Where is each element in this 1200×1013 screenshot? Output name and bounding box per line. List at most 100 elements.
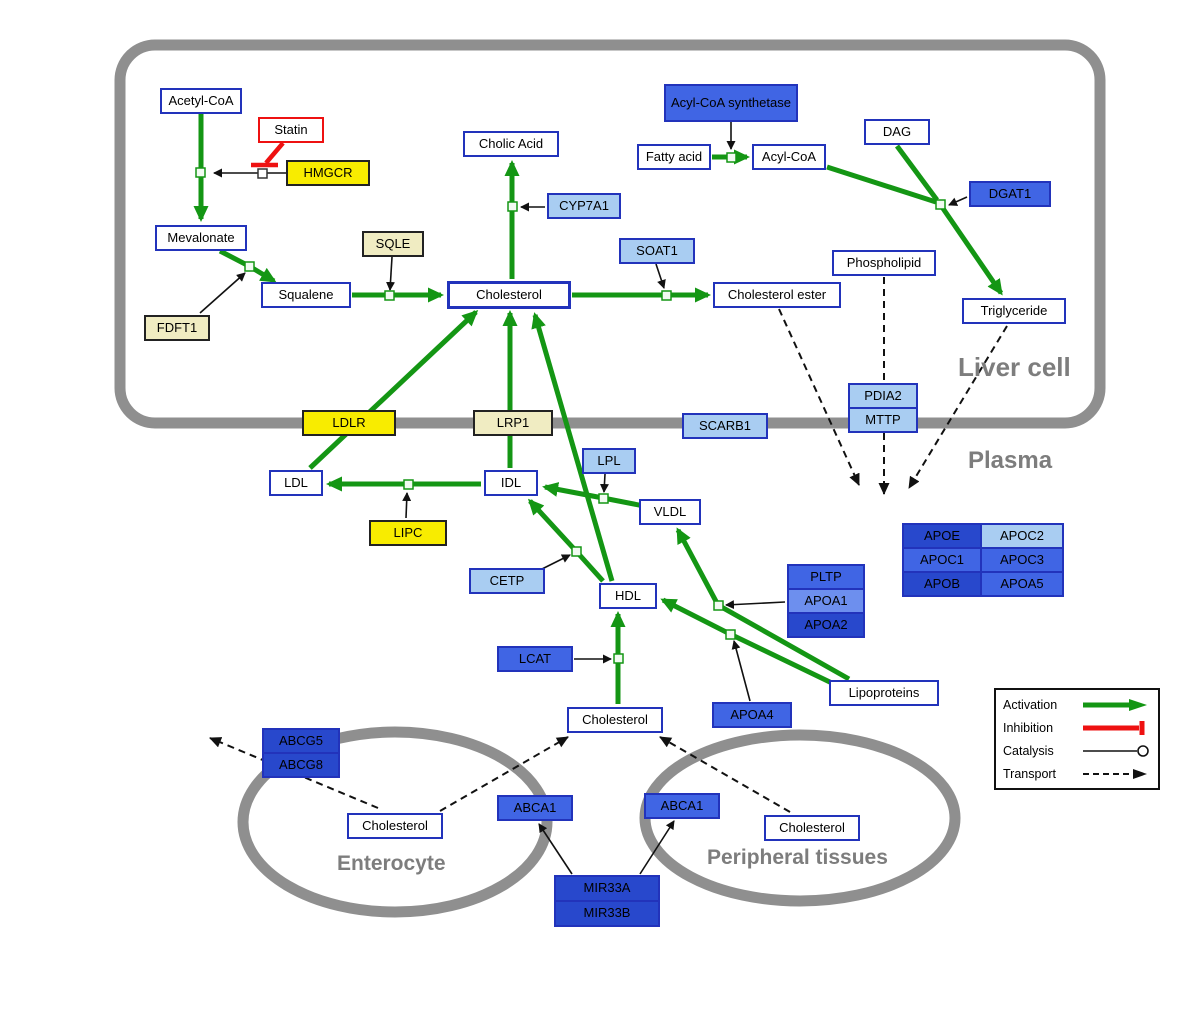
legend-transport: Transport [996,763,1158,785]
node-lipoproteins[interactable]: Lipoproteins [829,680,939,706]
node-dag[interactable]: DAG [864,119,930,145]
node-acyl-coa[interactable]: Acyl-CoA [752,144,826,170]
node-cholesterol-enterocyte[interactable]: Cholesterol [347,813,443,839]
node-cholesterol-plasma[interactable]: Cholesterol [567,707,663,733]
node-fatty-acid[interactable]: Fatty acid [637,144,711,170]
catalysis-circle-icon [1083,744,1149,757]
legend-catalysis: Catalysis [996,740,1158,762]
anchor [725,629,736,640]
peripheral-tissues-label: Peripheral tissues [707,846,888,869]
legend-catalysis-label: Catalysis [1003,743,1054,758]
transport-cholesterol-ester-to-plasma [778,308,860,486]
node-lpl[interactable]: LPL [582,448,636,474]
node-apoc2[interactable]: APOC2 [980,523,1064,549]
node-hmgcr[interactable]: HMGCR [286,160,370,186]
enterocyte-membrane [237,726,553,918]
legend: Activation Inhibition Catalysis Transpor… [994,688,1160,790]
anchor [613,653,624,664]
node-sqle[interactable]: SQLE [362,231,424,257]
anchor-statin-target [257,168,268,179]
node-hdl[interactable]: HDL [599,583,657,609]
node-mttp[interactable]: MTTP [848,407,918,433]
catalysis-fdft1 [199,272,246,314]
legend-inhibition: Inhibition [996,717,1158,739]
compartment-membranes [114,39,1106,918]
catalysis-sqle [385,256,395,291]
anchor [384,290,395,301]
edge-mir33-abca1-enterocyte [538,823,573,875]
node-cholesterol-ester[interactable]: Cholesterol ester [713,282,841,308]
node-ldlr[interactable]: LDLR [302,410,396,436]
anchor [507,201,518,212]
reaction-anchors [195,152,946,664]
edge-hdl-cholesterol [531,312,615,582]
catalysis-soat1 [655,263,666,289]
liver-cell-membrane [114,39,1106,429]
node-apoc1[interactable]: APOC1 [902,547,982,573]
node-cetp[interactable]: CETP [469,568,545,594]
catalysis-apoa4 [731,640,751,702]
node-apoa5[interactable]: APOA5 [980,571,1064,597]
node-apoa1[interactable]: APOA1 [787,588,865,614]
node-mir33a[interactable]: MIR33A [554,875,660,902]
node-statin[interactable]: Statin [258,117,324,143]
node-mevalonate[interactable]: Mevalonate [155,225,247,251]
transport-enterocyte-to-plasma-cholesterol [439,736,569,812]
node-lcat[interactable]: LCAT [497,646,573,672]
node-phospholipid[interactable]: Phospholipid [832,250,936,276]
catalysis-apoa1 [725,600,786,610]
inhibition-edge-statin [251,141,285,168]
anchor [713,600,724,611]
node-dgat1[interactable]: DGAT1 [969,181,1051,207]
node-apoa4[interactable]: APOA4 [712,702,792,728]
node-cholesterol-liver[interactable]: Cholesterol [447,281,571,309]
node-squalene[interactable]: Squalene [261,282,351,308]
node-vldl[interactable]: VLDL [639,499,701,525]
catalysis-lipc [402,492,412,519]
node-lipc[interactable]: LIPC [369,520,447,546]
node-pltp[interactable]: PLTP [787,564,865,590]
liver-cell-label: Liver cell [958,352,1071,382]
node-cyp7a1[interactable]: CYP7A1 [547,193,621,219]
transport-dashed-arrow-icon [1083,768,1147,779]
node-apoc3[interactable]: APOC3 [980,547,1064,573]
edge-acylcoa-junction [826,164,937,205]
legend-activation: Activation [996,694,1158,716]
anchor [598,493,609,504]
node-cholesterol-peripheral[interactable]: Cholesterol [764,815,860,841]
anchor [195,167,206,178]
node-acyl-coa-synthetase[interactable]: Acyl-CoA synthetase [664,84,798,122]
node-cholic-acid[interactable]: Cholic Acid [463,131,559,157]
node-pdia2[interactable]: PDIA2 [848,383,918,409]
node-lrp1[interactable]: LRP1 [473,410,553,436]
node-apoa2[interactable]: APOA2 [787,612,865,638]
catalysis-edges [199,122,968,875]
legend-activation-label: Activation [1003,697,1058,712]
edge-vldl-idl [542,482,650,510]
transport-triglyceride-to-plasma [908,325,1008,489]
node-triglyceride[interactable]: Triglyceride [962,298,1066,324]
anchor [403,479,414,490]
node-scarb1[interactable]: SCARB1 [682,413,768,439]
anchor [935,199,946,210]
anchor [661,290,672,301]
node-mir33b[interactable]: MIR33B [554,900,660,927]
plasma-label: Plasma [968,447,1053,474]
transport-peripheral-to-plasma-cholesterol [659,736,791,813]
legend-inhibition-label: Inhibition [1003,720,1054,735]
node-soat1[interactable]: SOAT1 [619,238,695,264]
node-ldl[interactable]: LDL [269,470,323,496]
edge-mir33-abca1-peripheral [639,820,675,875]
edge-junction-triglyceride [939,205,1004,296]
node-acetyl-coa[interactable]: Acetyl-CoA [160,88,242,114]
node-fdft1[interactable]: FDFT1 [144,315,210,341]
node-apoe[interactable]: APOE [902,523,982,549]
node-abcg5[interactable]: ABCG5 [262,728,340,754]
activation-arrow-icon [1083,698,1147,711]
node-abca1-peripheral[interactable]: ABCA1 [644,793,720,819]
node-apob[interactable]: APOB [902,571,982,597]
node-abca1-enterocyte[interactable]: ABCA1 [497,795,573,821]
node-idl[interactable]: IDL [484,470,538,496]
node-abcg8[interactable]: ABCG8 [262,752,340,778]
